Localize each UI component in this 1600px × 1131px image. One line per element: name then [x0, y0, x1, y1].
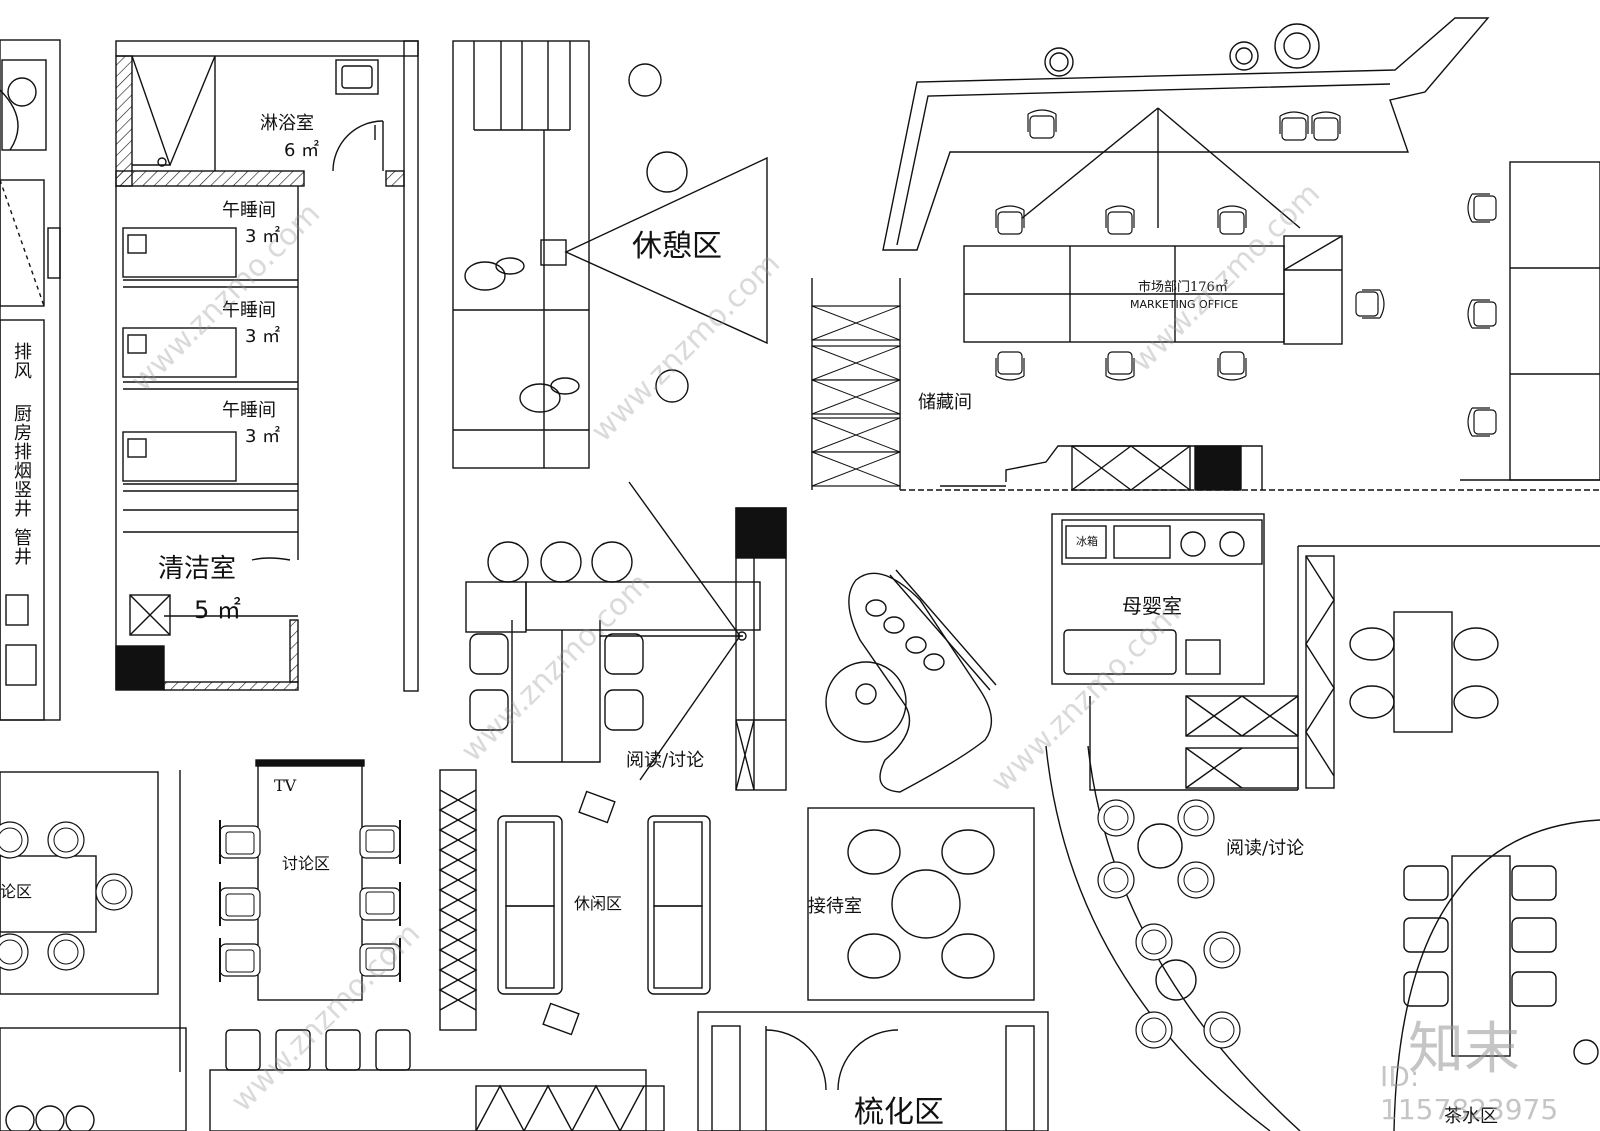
left-discussion [0, 770, 181, 1072]
marketing-office-cn-label: 市场部门176㎡ [1138, 280, 1228, 295]
left-service-strip [0, 39, 61, 721]
storage-label: 储藏间 [918, 392, 972, 413]
reading-area-1-label: 阅读/讨论 [626, 750, 705, 771]
fridge-label: 冰箱 [1076, 535, 1098, 548]
reception-room-label: 接待室 [808, 896, 862, 917]
bottom-strip [0, 1011, 1049, 1131]
lounge-label: 休憩区 [632, 229, 722, 264]
plant-strip [438, 769, 478, 1031]
tv-label: TV [274, 776, 297, 795]
discussion-area-label: 讨论区 [282, 854, 331, 873]
restroom-block [115, 40, 419, 692]
cleaning-room-area: 5 ㎡ [194, 596, 241, 624]
left-discussion-label: 论区 [0, 882, 33, 901]
watermark-id: ID: 1157823975 [1380, 1060, 1559, 1126]
tv-discussion [219, 759, 401, 1001]
cleaning-room-label: 清洁室 [158, 554, 237, 584]
curved-reading-area [1045, 745, 1301, 1131]
shower-room-label: 淋浴室 [260, 113, 314, 134]
nap-room-2-label: 午睡间 [222, 300, 276, 321]
reading-area-2-label: 阅读/讨论 [1226, 838, 1305, 859]
curved-sofa [825, 569, 997, 793]
nap-room-1-label: 午睡间 [222, 200, 276, 221]
lounge-area [452, 40, 768, 469]
bottom-area-label: 梳化区 [854, 1095, 944, 1130]
watermark-brand: 知末 [1408, 1017, 1520, 1082]
marketing-office-en-label: MARKETING OFFICE [1130, 298, 1239, 311]
kitchen-flue-label: 厨房排烟竖井 [11, 404, 32, 518]
right-dining [1393, 819, 1600, 1131]
marketing-office [811, 17, 1600, 491]
bar-table-area [465, 481, 787, 791]
mother-baby-room-label: 母婴室 [1122, 594, 1182, 618]
nap-room-2-area: 3 ㎡ [245, 326, 281, 347]
nap-room-1-area: 3 ㎡ [245, 226, 281, 247]
pipe-shaft-label: 管井 [11, 528, 32, 566]
dining-room [1089, 545, 1600, 791]
mother-baby-room [1051, 513, 1265, 685]
reception-room [807, 807, 1035, 1001]
leisure-sofas [497, 790, 711, 1036]
nap-room-3-area: 3 ㎡ [245, 426, 281, 447]
shower-room-area: 6 ㎡ [284, 140, 320, 161]
tea-area-label: 茶水区 [1444, 1106, 1498, 1127]
leisure-area-label: 休闲区 [574, 894, 623, 913]
nap-room-3-label: 午睡间 [222, 400, 276, 421]
exhaust-label: 排风 [11, 342, 32, 380]
